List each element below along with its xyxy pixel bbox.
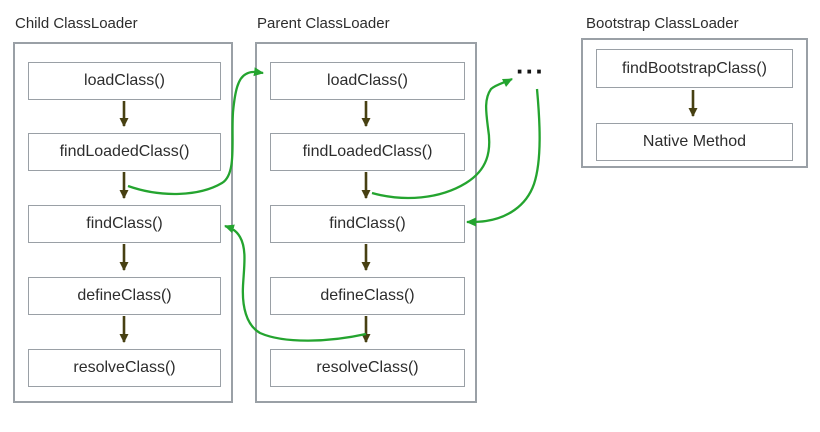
parent-method-box-findloadedclass: findLoadedClass() (270, 133, 465, 171)
parent-classloader-title: Parent ClassLoader (257, 15, 390, 32)
child-method-box-loadclass: loadClass() (28, 62, 221, 100)
parent-method-box-findclass: findClass() (270, 205, 465, 243)
bootstrap-method-box-findbootstrapclass: findBootstrapClass() (596, 49, 793, 88)
parent-method-box-defineclass: defineClass() (270, 277, 465, 315)
bootstrap-method-box-nativemethod: Native Method (596, 123, 793, 161)
child-classloader-title: Child ClassLoader (15, 15, 138, 32)
child-method-box-findloadedclass: findLoadedClass() (28, 133, 221, 171)
child-method-box-defineclass: defineClass() (28, 277, 221, 315)
parent-method-box-loadclass: loadClass() (270, 62, 465, 100)
child-method-box-findclass: findClass() (28, 205, 221, 243)
parent-classloader-panel: loadClass() findLoadedClass() findClass(… (255, 42, 477, 403)
return-bootstrap-to-parent-findclass-arrow (466, 88, 541, 227)
child-method-box-resolveclass: resolveClass() (28, 349, 221, 387)
parent-method-box-resolveclass: resolveClass() (270, 349, 465, 387)
bootstrap-classloader-title: Bootstrap ClassLoader (586, 15, 739, 32)
ellipsis-continuation: ··· (516, 56, 545, 86)
bootstrap-classloader-panel: findBootstrapClass() Native Method (581, 38, 808, 168)
child-classloader-panel: loadClass() findLoadedClass() findClass(… (13, 42, 233, 403)
